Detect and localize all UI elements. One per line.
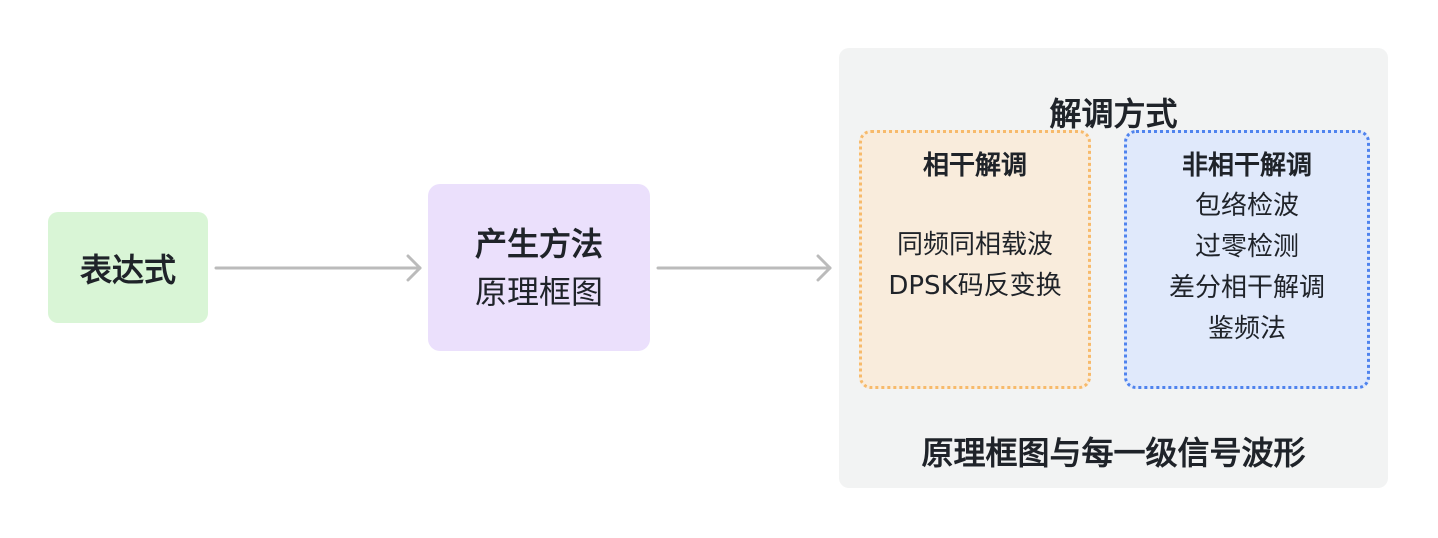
demodulation-footer: 原理框图与每一级信号波形 <box>921 434 1306 472</box>
expression-label: 表达式 <box>79 250 176 289</box>
generation-node: 产生方法 原理框图 <box>428 184 650 351</box>
demodulation-title: 解调方式 <box>1049 95 1178 133</box>
noncoherent-item: 过零检测 <box>1194 232 1299 262</box>
coherent-title: 相干解调 <box>922 151 1027 181</box>
noncoherent-item: 鉴频法 <box>1207 314 1286 344</box>
arrow-generation-to-demodulation <box>656 254 832 282</box>
noncoherent-demodulation-box: 非相干解调 包络检波 过零检测 差分相干解调 鉴频法 <box>1124 130 1370 389</box>
coherent-item: DPSK码反变换 <box>888 271 1062 301</box>
noncoherent-list: 包络检波 过零检测 差分相干解调 鉴频法 <box>1127 186 1367 350</box>
coherent-list: 同频同相载波 DPSK码反变换 <box>862 225 1088 307</box>
arrow-expression-to-generation <box>214 254 422 282</box>
noncoherent-item: 差分相干解调 <box>1168 273 1325 303</box>
coherent-demodulation-box: 相干解调 同频同相载波 DPSK码反变换 <box>859 130 1091 389</box>
generation-subtitle: 原理框图 <box>474 272 603 311</box>
expression-node: 表达式 <box>48 212 208 323</box>
noncoherent-title: 非相干解调 <box>1181 151 1312 181</box>
noncoherent-item: 包络检波 <box>1194 191 1299 221</box>
demodulation-panel: 解调方式 相干解调 同频同相载波 DPSK码反变换 非相干解调 包络检波 过零检… <box>839 48 1388 488</box>
coherent-item: 同频同相载波 <box>896 230 1053 260</box>
generation-title: 产生方法 <box>474 224 603 263</box>
